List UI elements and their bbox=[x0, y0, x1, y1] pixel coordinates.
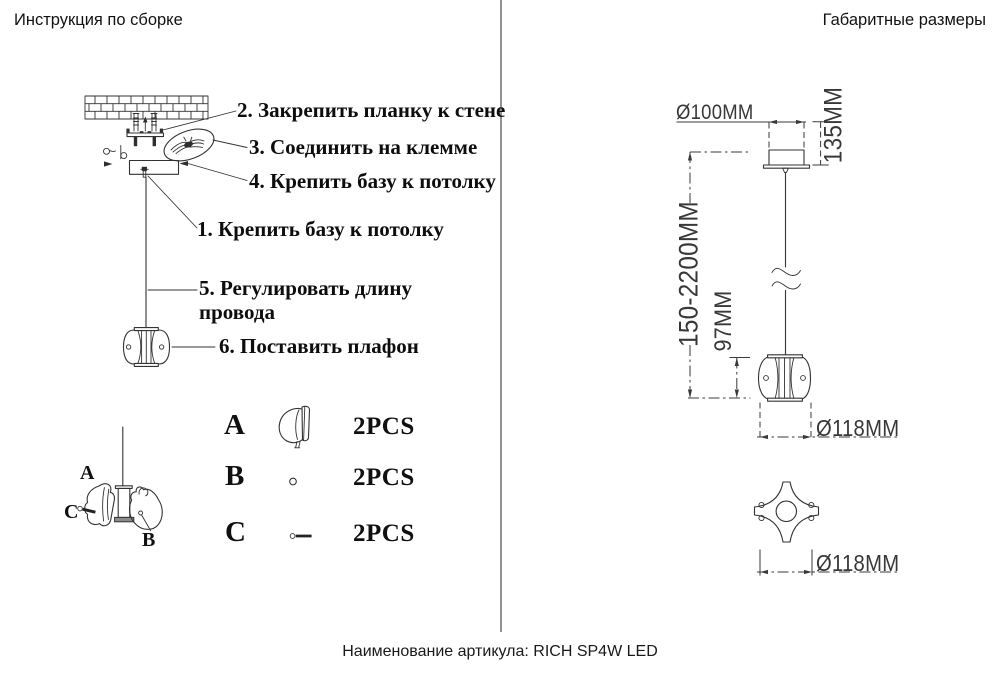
anchor-bolts-icon bbox=[132, 113, 158, 132]
canopy-icon bbox=[762, 149, 811, 174]
step-label-5: 5. Регулировать длину провода bbox=[199, 276, 412, 324]
lamp-shade-icon bbox=[122, 327, 171, 367]
shade-half-a-icon bbox=[84, 483, 116, 527]
dim-shade-diameter-lines bbox=[757, 402, 898, 440]
shade-side-view-icon bbox=[757, 354, 812, 402]
part-a-icon bbox=[278, 405, 311, 449]
leader-lines bbox=[147, 110, 248, 348]
part-row-c-qty: 2PCS bbox=[353, 520, 415, 547]
part-row-b-letter: B bbox=[225, 460, 245, 492]
part-c-icon bbox=[289, 533, 312, 539]
left-panel-title: Инструкция по сборке bbox=[14, 11, 183, 29]
dim-suspension-lines bbox=[687, 151, 751, 399]
shade-half-b-icon bbox=[129, 486, 163, 532]
exploded-view bbox=[77, 426, 163, 532]
dim-canopy-height-lines bbox=[812, 121, 829, 166]
exploded-label-b: B bbox=[142, 529, 156, 551]
terminal-wires-icon bbox=[163, 128, 215, 162]
part-row-a-letter: A bbox=[224, 409, 245, 441]
part-b-icon bbox=[289, 477, 297, 486]
step-label-2: 2. Закрепить планку к стене bbox=[237, 98, 506, 122]
step-label-4: 4. Крепить базу к потолку bbox=[249, 169, 496, 193]
step-label-3: 3. Соединить на клемме bbox=[249, 135, 478, 159]
dim-canopy-diameter-lines bbox=[676, 119, 806, 148]
base-box-icon bbox=[104, 159, 188, 178]
dim-suspension-length: 150-2200MM bbox=[673, 201, 704, 347]
ceiling-brick-icon bbox=[84, 95, 209, 120]
dim-shade-height: 97MM bbox=[710, 290, 737, 352]
dim-base-diameter: Ø118MM bbox=[816, 550, 900, 576]
pendant-cord-icon bbox=[771, 172, 801, 356]
screw-c-icon bbox=[77, 505, 96, 514]
exploded-label-a: A bbox=[80, 462, 95, 484]
exploded-label-c: C bbox=[64, 501, 79, 523]
step-label-1: 1. Крепить базу к потолку bbox=[197, 217, 444, 241]
dimension-drawing bbox=[676, 119, 898, 576]
right-panel-title: Габаритные размеры bbox=[822, 11, 986, 29]
dim-shade-diameter: Ø118MM bbox=[816, 415, 900, 441]
dim-canopy-diameter: Ø100MM bbox=[676, 101, 754, 124]
shade-bottom-view-icon bbox=[753, 481, 820, 543]
part-row-c-letter: C bbox=[225, 516, 246, 548]
step-label-6: 6. Поставить плафон bbox=[219, 334, 419, 358]
dim-canopy-height: 135MM bbox=[819, 86, 848, 164]
article-name: Наименование артикула: RICH SP4W LED bbox=[342, 643, 658, 660]
assembly-drawing bbox=[77, 95, 312, 539]
dim-shade-height-lines bbox=[729, 357, 750, 398]
mounting-strap-icon bbox=[126, 128, 165, 147]
hook-parts-icon bbox=[103, 145, 128, 160]
part-row-b-qty: 2PCS bbox=[353, 464, 415, 491]
part-row-a-qty: 2PCS bbox=[353, 413, 415, 440]
dim-base-diameter-lines bbox=[757, 549, 898, 576]
